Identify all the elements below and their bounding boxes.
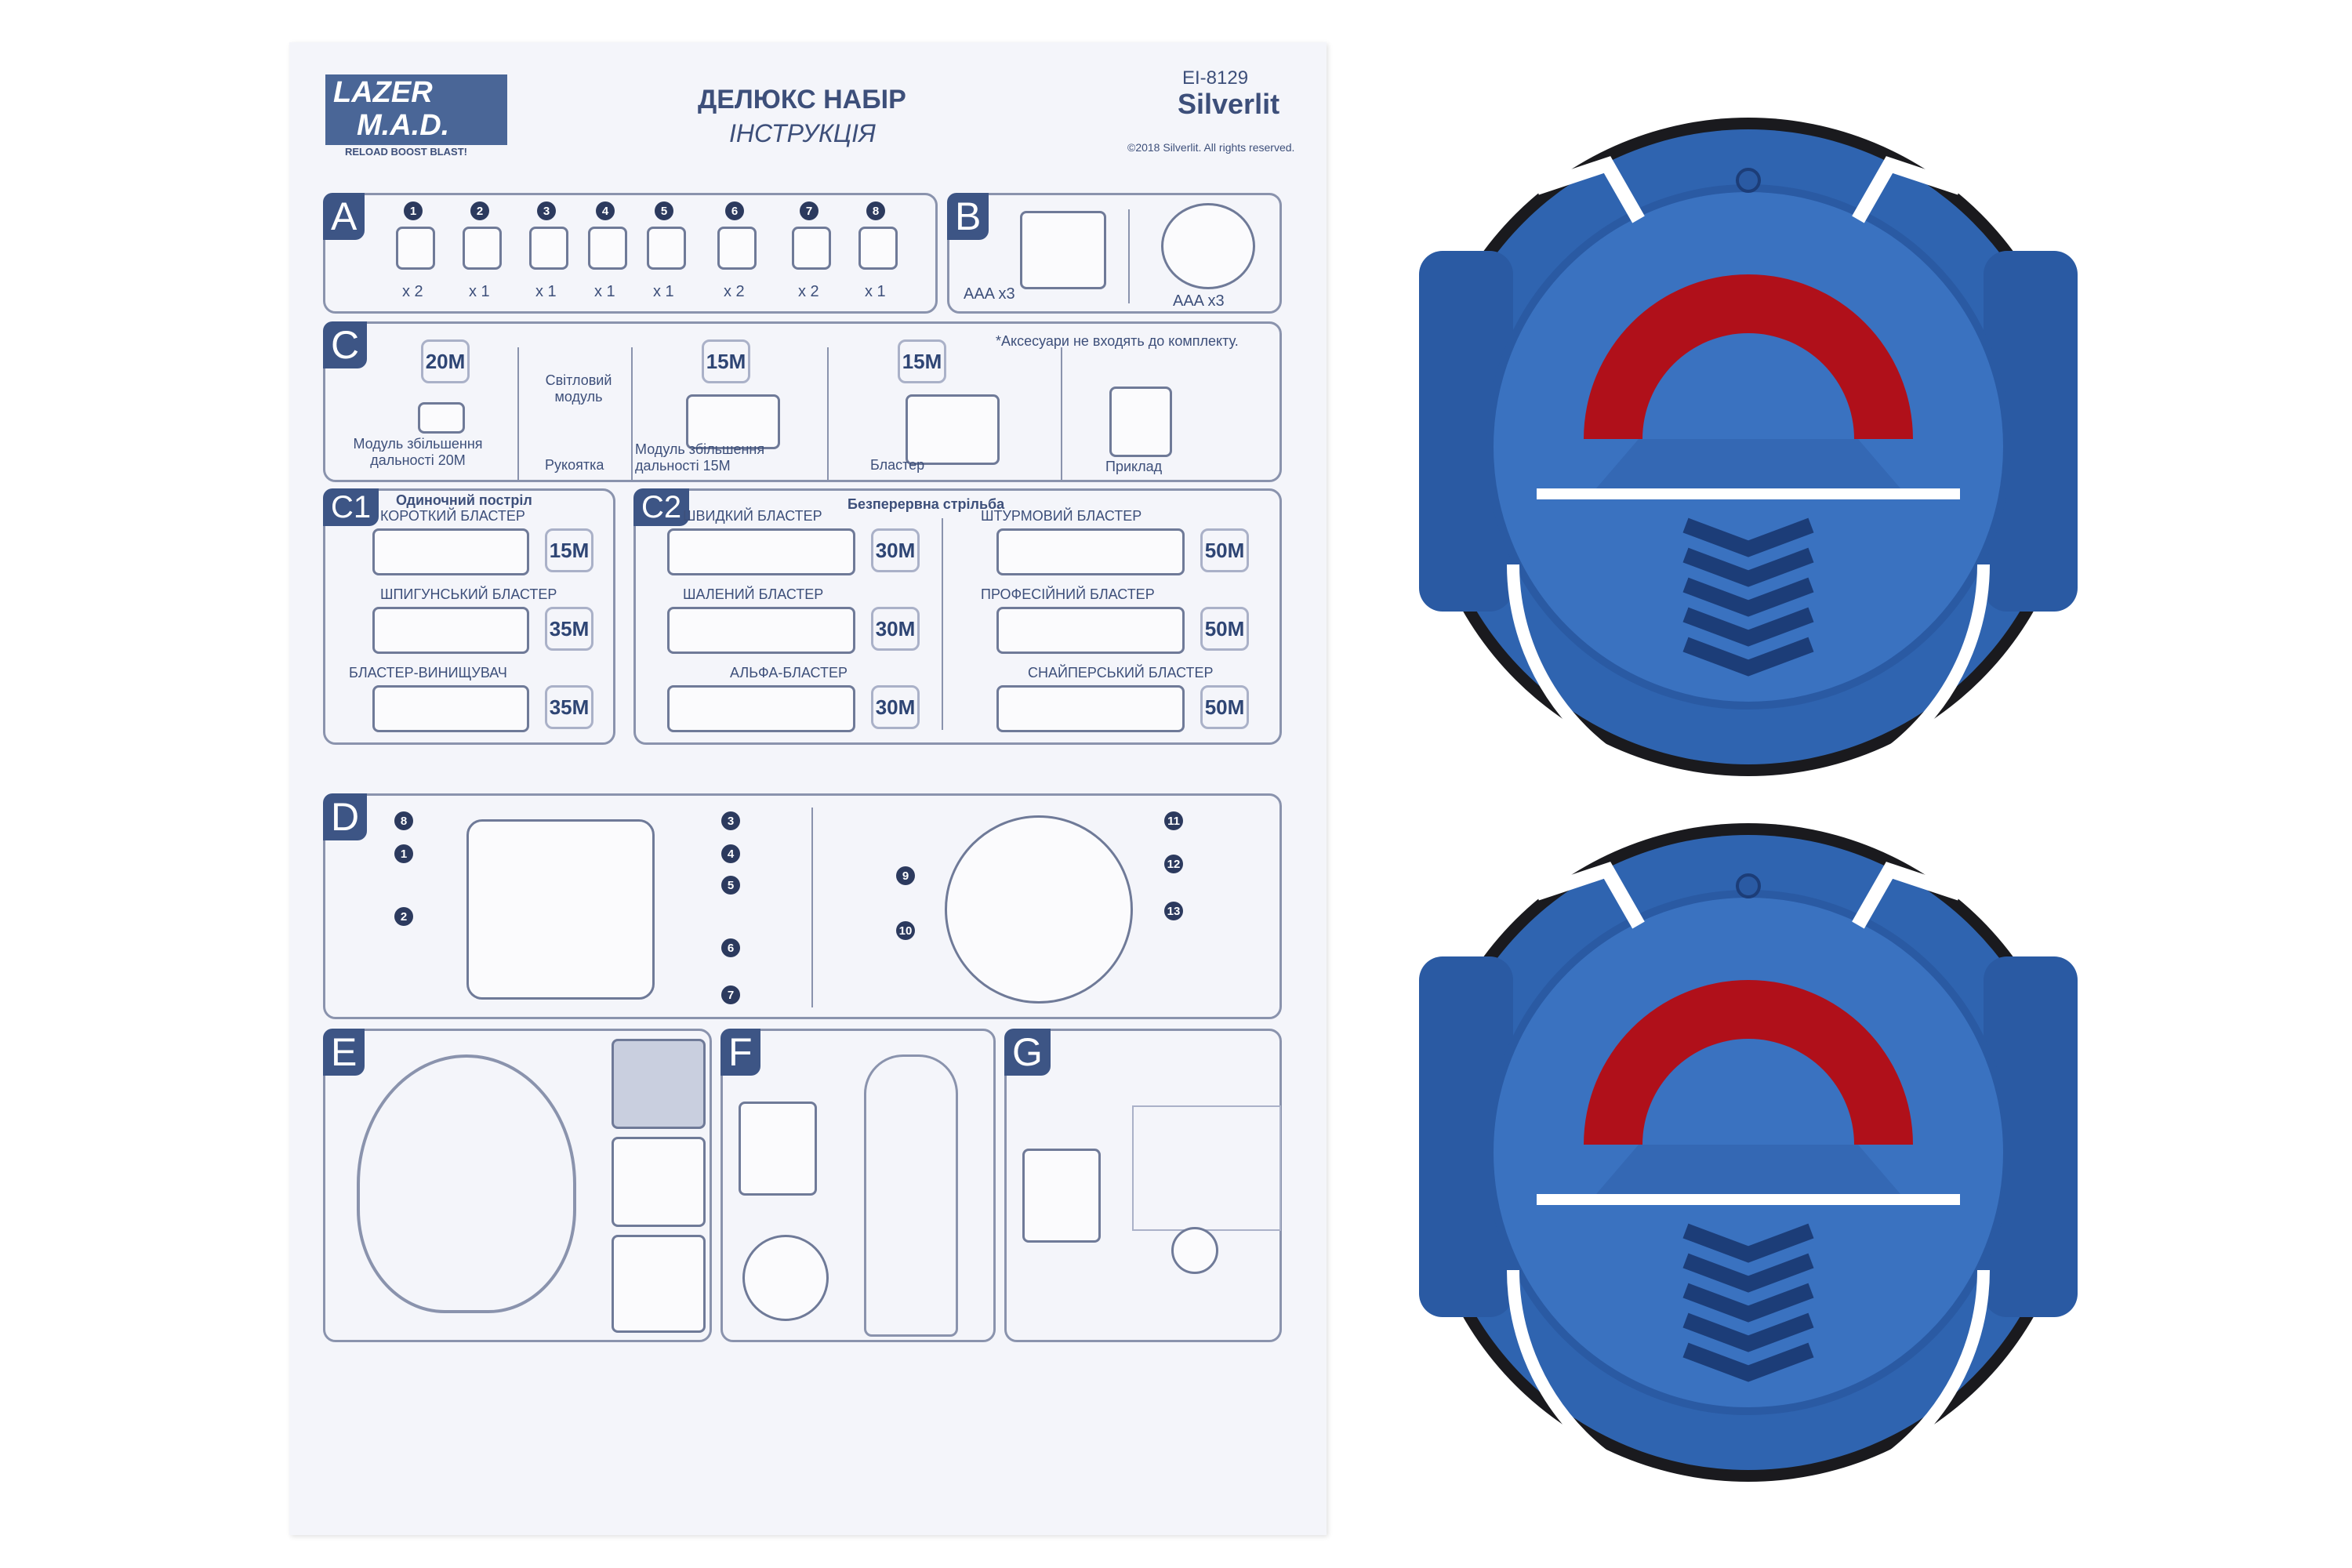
part-number: 1 (404, 201, 423, 220)
section-g-target-mode: G (1004, 1029, 1282, 1342)
blaster-name: ШВИДКИЙ БЛАСТЕР (683, 508, 822, 524)
blaster-drawing (996, 607, 1185, 654)
part-drawing (717, 227, 757, 270)
logo-tagline: RELOAD BOOST BLAST! (345, 146, 467, 158)
sensor-light (1584, 274, 1913, 439)
part-drawing (647, 227, 686, 270)
vest-drawing (357, 1054, 576, 1313)
range-badge: 50M (1200, 528, 1249, 572)
part-quantity: x 1 (653, 283, 674, 300)
range-badge: 50M (1200, 685, 1249, 729)
callout-number: 6 (721, 938, 740, 957)
part-drawing (396, 227, 435, 270)
blaster-battery-drawing (1020, 211, 1106, 289)
part-quantity: x 1 (469, 283, 490, 300)
blaster-diagram (466, 819, 655, 1000)
part-number: 8 (866, 201, 885, 220)
part-number: 7 (800, 201, 818, 220)
part-number: 5 (655, 201, 673, 220)
blaster-name: ПРОФЕСІЙНИЙ БЛАСТЕР (981, 586, 1155, 602)
blaster-drawing (996, 528, 1185, 575)
person-drawing (864, 1054, 958, 1337)
part-quantity: x 1 (865, 283, 886, 300)
blaster-drawing (372, 528, 529, 575)
blaster-drawing (996, 685, 1185, 732)
blaster-drawing (667, 607, 855, 654)
callout-number: 10 (896, 921, 915, 940)
callout-number: 9 (896, 866, 915, 885)
part-number: 6 (725, 201, 744, 220)
callout-number: 4 (721, 844, 740, 863)
callout-number: 3 (721, 811, 740, 830)
part-number: 4 (596, 201, 615, 220)
callout-number: 5 (721, 876, 740, 895)
range-badge: 15M (545, 528, 593, 572)
callout-number: 12 (1164, 855, 1183, 873)
section-b-batteries: B AAA x3 AAA x3 (947, 193, 1282, 314)
blaster-drawing (372, 685, 529, 732)
laser-target-1 (1419, 118, 2078, 792)
blaster-drawing (372, 607, 529, 654)
brand-logo: Silverlit (1178, 88, 1280, 120)
target-battery-drawing (1161, 203, 1255, 289)
callout-number: 11 (1164, 811, 1183, 830)
part-drawing (588, 227, 627, 270)
part-drawing (463, 227, 502, 270)
part-quantity: x 2 (724, 283, 745, 300)
sensor-light (1584, 980, 1913, 1145)
part-drawing (792, 227, 831, 270)
part-number: 3 (537, 201, 556, 220)
page-title: ДЕЛЮКС НАБІР (698, 85, 906, 114)
callout-number: 8 (394, 811, 413, 830)
range-badge: 30M (871, 528, 920, 572)
blaster-drawing (667, 685, 855, 732)
blaster-drawing (667, 528, 855, 575)
blaster-name: ШПИГУНСЬКИЙ БЛАСТЕР (380, 586, 557, 602)
range-badge: 50M (1200, 607, 1249, 651)
callout-number: 1 (394, 844, 413, 863)
blaster-name: АЛЬФА-БЛАСТЕР (730, 665, 848, 681)
part-quantity: x 1 (535, 283, 557, 300)
copyright: ©2018 Silverlit. All rights reserved. (1127, 141, 1295, 154)
range-badge: 30M (871, 685, 920, 729)
part-quantity: x 2 (798, 283, 819, 300)
blaster-name: БЛАСТЕР-ВИНИЩУВАЧ (349, 665, 507, 681)
blaster-name: ШТУРМОВИЙ БЛАСТЕР (981, 508, 1142, 524)
model-number: EI-8129 (1182, 67, 1249, 89)
range-badge: 30M (871, 607, 920, 651)
section-c-accessories: C *Аксесуари не входять до комплекту. 20… (323, 321, 1282, 482)
blaster-name: КОРОТКИЙ БЛАСТЕР (380, 508, 525, 524)
callout-number: 13 (1164, 902, 1183, 920)
range-badge: 35M (545, 607, 593, 651)
part-quantity: x 1 (594, 283, 615, 300)
section-e-vest: E (323, 1029, 712, 1342)
page-subtitle: ІНСТРУКЦІЯ (729, 119, 876, 147)
callout-number: 2 (394, 907, 413, 926)
target-diagram (945, 815, 1133, 1004)
part-drawing (529, 227, 568, 270)
callout-number: 7 (721, 985, 740, 1004)
part-quantity: x 2 (402, 283, 423, 300)
blaster-name: СНАЙПЕРСЬКИЙ БЛАСТЕР (1028, 665, 1214, 681)
blaster-name: ШАЛЕНИЙ БЛАСТЕР (683, 586, 824, 602)
part-drawing (858, 227, 898, 270)
section-f-usage: F (720, 1029, 996, 1342)
laser-target-2 (1419, 823, 2078, 1497)
range-badge: 35M (545, 685, 593, 729)
part-number: 2 (470, 201, 489, 220)
